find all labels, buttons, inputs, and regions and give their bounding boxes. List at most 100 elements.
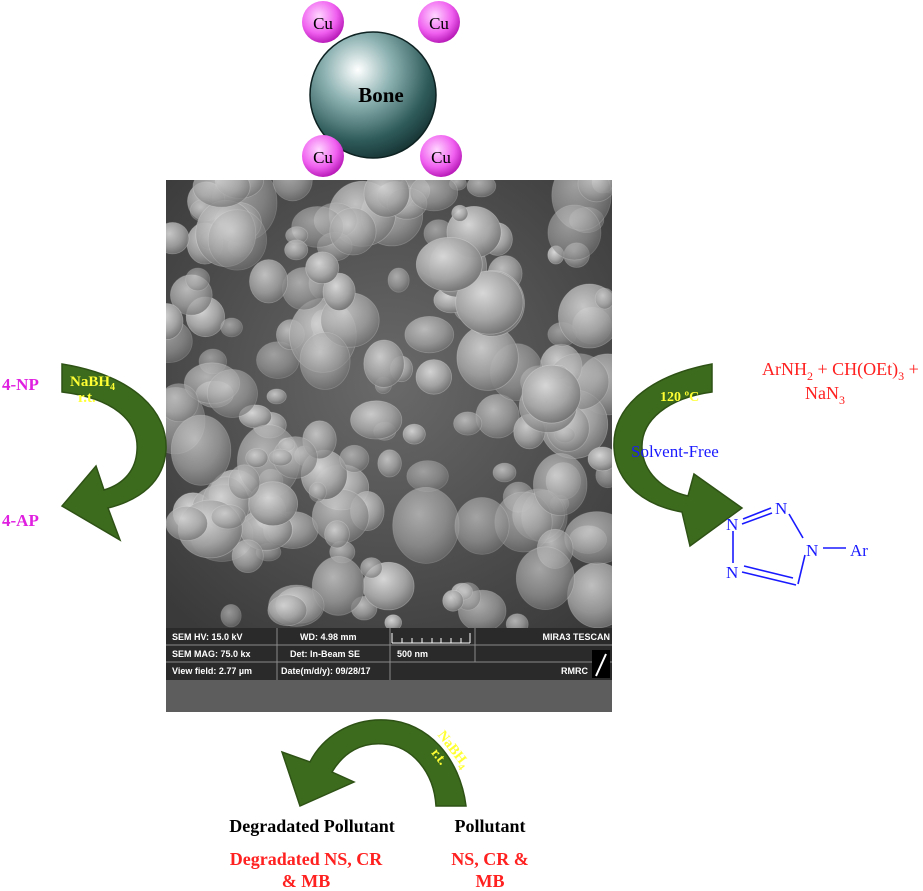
sem-grain xyxy=(299,331,351,390)
sem-grain xyxy=(387,267,410,293)
sem-grain xyxy=(455,270,524,335)
cu-label-bottom-right: Cu xyxy=(431,148,451,167)
sem-grain xyxy=(248,481,299,527)
pollutant-line1: NS, CR & xyxy=(451,849,529,869)
tetrazole-n-right: N xyxy=(806,541,818,560)
tetrazole-n-top-right: N xyxy=(775,499,787,518)
sem-grain xyxy=(415,359,452,395)
sem-grain xyxy=(454,497,510,555)
left-curved-arrow xyxy=(60,363,167,542)
sem-grain xyxy=(360,557,383,579)
sem-grain xyxy=(322,272,356,311)
cu-label-top-left: Cu xyxy=(313,14,333,33)
sem-image: SEM HV: 15.0 kV WD: 4.98 mm MIRA3 TESCAN… xyxy=(166,180,612,712)
cu-label-bottom-left: Cu xyxy=(313,148,333,167)
sem-brand: MIRA3 TESCAN xyxy=(542,632,610,642)
left-reagent: NaBH4 xyxy=(70,374,115,393)
right-temperature: 120 ºC xyxy=(660,390,699,405)
sem-grain xyxy=(363,339,405,388)
sem-grain xyxy=(475,394,520,439)
sem-grain xyxy=(206,369,258,418)
sem-grain xyxy=(453,411,483,436)
sem-grain xyxy=(577,180,612,203)
sem-grain xyxy=(406,460,449,493)
sem-grain xyxy=(384,614,402,628)
sem-lab: RMRC xyxy=(561,666,588,676)
sem-grain xyxy=(207,209,267,271)
sem-detector: Det: In-Beam SE xyxy=(290,649,360,659)
sem-scale-bar xyxy=(391,633,471,644)
left-condition: r.t. xyxy=(78,390,96,406)
cu-ball-bottom-left xyxy=(302,135,344,177)
sem-grain xyxy=(166,383,199,422)
sem-grain xyxy=(594,287,612,310)
left-reactant-4np: 4-NP xyxy=(2,375,39,394)
sem-grain xyxy=(442,589,464,612)
sem-grain xyxy=(231,539,264,573)
sem-grain xyxy=(466,180,497,198)
sem-grain xyxy=(329,207,377,256)
sem-grain xyxy=(266,388,287,405)
bone-label: Bone xyxy=(358,83,404,107)
tetrazole-structure: N N N N Ar xyxy=(726,499,868,586)
sem-grain xyxy=(311,556,365,616)
sem-grain xyxy=(170,414,232,486)
tetrazole-n-top-left: N xyxy=(726,515,738,534)
sem-grain xyxy=(515,546,575,610)
right-curved-arrow xyxy=(613,363,744,548)
sem-grain xyxy=(166,506,208,541)
tetrazole-ar: Ar xyxy=(850,541,868,560)
sem-grain xyxy=(220,604,242,628)
sem-grain xyxy=(409,180,459,212)
degraded-line1: Degradated NS, CR xyxy=(230,849,383,869)
sem-grain xyxy=(210,504,246,530)
sem-grain xyxy=(564,511,612,565)
sem-grain xyxy=(492,462,517,483)
cu-ball-top-left xyxy=(302,1,344,43)
sem-grain xyxy=(350,400,403,440)
sem-date: Date(m/d/y): 09/28/17 xyxy=(281,666,371,676)
sem-info-bar: SEM HV: 15.0 kV WD: 4.98 mm MIRA3 TESCAN… xyxy=(166,628,612,712)
bone-cu-particle: Bone Cu Cu Cu Cu xyxy=(302,1,462,177)
sem-view-field: View field: 2.77 µm xyxy=(172,666,252,676)
sem-hv: SEM HV: 15.0 kV xyxy=(172,632,243,642)
cu-ball-bottom-right xyxy=(420,135,462,177)
sem-wd: WD: 4.98 mm xyxy=(300,632,357,642)
tescan-logo xyxy=(592,650,610,678)
cu-label-top-right: Cu xyxy=(429,14,449,33)
right-solvent: Solvent-Free xyxy=(631,442,719,461)
sem-grain xyxy=(567,562,612,628)
sem-grain xyxy=(392,487,460,564)
sem-grain xyxy=(166,222,190,255)
sem-grain xyxy=(547,204,602,261)
degraded-title: Degradated Pollutant xyxy=(229,816,395,836)
sem-scale-label: 500 nm xyxy=(397,649,428,659)
sem-grain xyxy=(521,364,582,424)
sem-grain xyxy=(185,267,211,292)
sem-grain xyxy=(402,423,426,445)
pollutant-line2: MB xyxy=(476,871,505,891)
sem-grain xyxy=(268,448,293,467)
sem-grain xyxy=(363,180,410,218)
bone-sphere xyxy=(309,31,437,159)
sem-mag: SEM MAG: 75.0 kx xyxy=(172,649,251,659)
sem-grain xyxy=(192,180,251,208)
sem-grains xyxy=(166,180,612,628)
sem-grain xyxy=(249,259,289,304)
sem-grain xyxy=(505,613,529,628)
sem-grain xyxy=(451,204,469,222)
sem-grain xyxy=(305,251,340,285)
sem-grain xyxy=(267,594,308,627)
sem-grain xyxy=(587,446,612,472)
sem-grain xyxy=(166,303,184,340)
sem-grain xyxy=(245,447,269,468)
left-product-4ap: 4-AP xyxy=(2,511,39,530)
right-reactants-line2: NaN3 xyxy=(805,383,845,407)
sem-grain xyxy=(308,481,327,503)
tetrazole-n-bottom-left: N xyxy=(726,563,738,582)
sem-grain xyxy=(533,453,588,516)
sem-grain xyxy=(228,464,261,500)
cu-ball-top-right xyxy=(418,1,460,43)
sem-grain xyxy=(324,520,350,549)
